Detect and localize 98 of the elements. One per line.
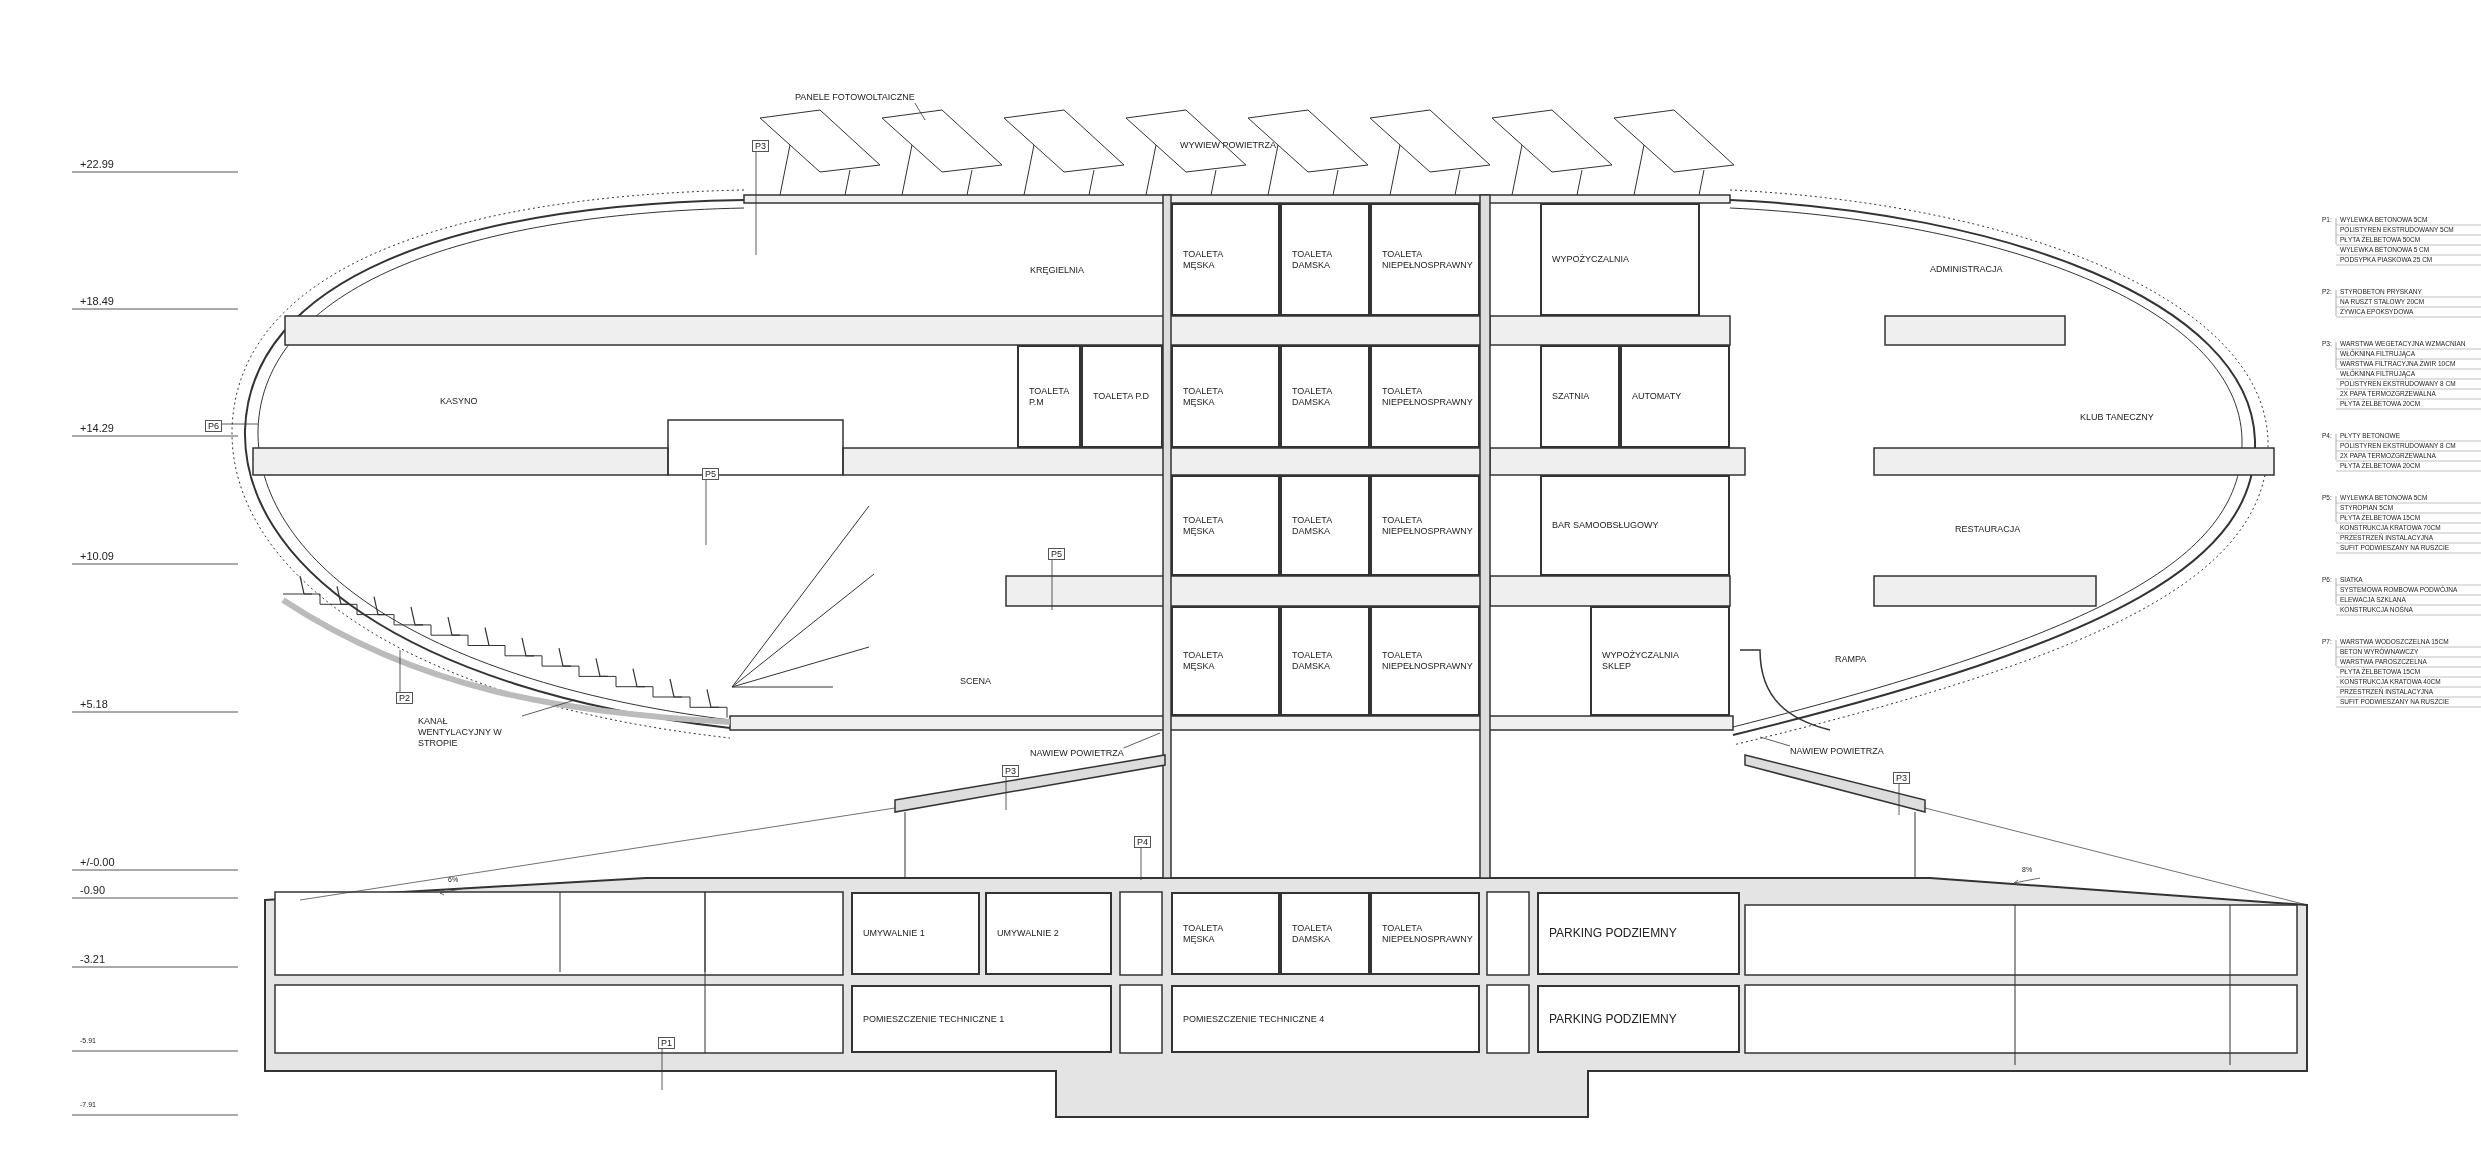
layer-tag: P1	[658, 1037, 675, 1049]
room-name: TOALETA MĘSKA	[1183, 922, 1224, 945]
room-box	[1171, 345, 1280, 448]
room-box	[851, 892, 980, 975]
layer-tag: P3	[1893, 772, 1910, 784]
room-box	[1171, 606, 1280, 716]
room-box	[1280, 892, 1370, 975]
room-box	[1171, 892, 1280, 975]
leader-line	[1898, 783, 1900, 816]
room-name: KLUB TANECZNY	[2080, 412, 2154, 423]
room-name: POMIESZCZENIE TECHNICZNE 1	[863, 1013, 1005, 1025]
room-box	[1370, 606, 1480, 716]
room-name: BAR SAMOOBSŁUGOWY	[1552, 520, 1659, 531]
room-box	[1370, 892, 1480, 975]
leader-line	[1123, 732, 1161, 749]
room-box	[1280, 475, 1370, 576]
room-box	[1280, 203, 1370, 316]
callout-label: KANAŁ WENTYLACYJNY W STROPIE	[418, 716, 522, 749]
layer-tag: P5	[702, 468, 719, 480]
elevation-label: +10.09	[80, 550, 114, 562]
room-name: TOALETA NIEPEŁNOSPRAWNY	[1382, 248, 1474, 271]
callout-label: WYWIEW POWIETRZA	[1180, 140, 1276, 150]
leader-line	[521, 699, 576, 717]
room-box	[1590, 606, 1730, 716]
leader-line	[755, 151, 757, 256]
room-box	[1081, 345, 1163, 448]
room-name: TOALETA DAMSKA	[1292, 248, 1333, 271]
callout-label: PANELE FOTOWOLTAICZNE	[795, 92, 915, 103]
room-name: TOALETA DAMSKA	[1292, 650, 1333, 672]
room-name: TOALETA MĘSKA	[1183, 514, 1224, 537]
room-name: SZATNIA	[1552, 391, 1590, 402]
leader-line	[1051, 559, 1053, 611]
room-box	[1540, 475, 1730, 576]
room-box	[1017, 345, 1081, 448]
leader-line	[221, 423, 259, 425]
room-box	[851, 985, 1112, 1053]
room-box	[1370, 203, 1480, 316]
room-name: TOALETA MĘSKA	[1183, 248, 1224, 271]
room-box	[1537, 985, 1740, 1053]
leader-line	[1140, 847, 1142, 881]
room-name: TOALETA NIEPEŁNOSPRAWNY	[1382, 922, 1474, 945]
elevation-label: +18.49	[80, 295, 114, 307]
room-box	[1370, 475, 1480, 576]
room-box	[1620, 345, 1730, 448]
leader-line	[705, 479, 707, 546]
room-name: TOALETA NIEPEŁNOSPRAWNY	[1382, 385, 1474, 408]
room-box	[985, 892, 1112, 975]
room-box	[1171, 475, 1280, 576]
room-name: TOALETA DAMSKA	[1292, 385, 1333, 408]
elevation-label: -3.21	[80, 953, 106, 965]
room-name: KRĘGIELNIA	[1030, 265, 1085, 276]
elevation-label: +14.29	[80, 422, 114, 434]
room-name: UMYWALNIE 2	[997, 928, 1059, 939]
leader-line	[1005, 776, 1007, 811]
room-name: PARKING PODZIEMNY	[1549, 1011, 1677, 1027]
room-name: RESTAURACJA	[1955, 524, 2021, 535]
room-name: TOALETA NIEPEŁNOSPRAWNY	[1382, 514, 1474, 537]
room-name: TOALETA NIEPEŁNOSPRAWNY	[1382, 650, 1474, 672]
leader-line	[661, 1048, 663, 1091]
room-box	[1171, 203, 1280, 316]
room-name: KASYNO	[440, 396, 478, 407]
room-box	[1537, 892, 1740, 975]
room-name: PARKING PODZIEMNY	[1549, 926, 1677, 941]
room-name: TOALETA MĘSKA	[1183, 385, 1224, 408]
layer-tag: P5	[1048, 548, 1065, 560]
room-box	[1540, 203, 1700, 316]
room-name: SCENA	[960, 676, 991, 687]
room-name: TOALETA DAMSKA	[1292, 922, 1333, 945]
leader-line	[1759, 736, 1791, 747]
leader-line	[914, 102, 926, 121]
room-name: TOALETA MĘSKA	[1183, 650, 1224, 672]
room-box	[1280, 606, 1370, 716]
room-name: UMYWALNIE 1	[863, 928, 925, 939]
room-name: ADMINISTRACJA	[1930, 264, 2003, 275]
room-box	[1171, 985, 1480, 1053]
room-box	[1280, 345, 1370, 448]
room-name: TOALETA DAMSKA	[1292, 514, 1333, 537]
callout-label: NAWIEW POWIETRZA	[1030, 748, 1124, 759]
room-name: TOALETA P.D	[1093, 391, 1150, 402]
room-name: TOALETA P.M	[1029, 385, 1070, 408]
elevation-label: -0.90	[80, 884, 106, 896]
elevation-label: +/-0.00	[80, 856, 115, 868]
layer-tag: P4	[1134, 836, 1151, 848]
room-name: POMIESZCZENIE TECHNICZNE 4	[1183, 1013, 1325, 1025]
elevation-label: +22.99	[80, 158, 114, 170]
room-name: RAMPA	[1835, 654, 1867, 665]
elevation-label: +5.18	[80, 698, 108, 710]
layer-tag: P3	[752, 140, 769, 152]
layer-tag: P3	[1002, 765, 1019, 777]
leader-line	[399, 649, 401, 693]
layer-tag: P6	[205, 420, 222, 432]
layer-tag: P2	[396, 692, 413, 704]
room-box	[1540, 345, 1620, 448]
room-name: AUTOMATY	[1632, 391, 1682, 402]
room-name: WYPOŻYCZALNIA SKLEP	[1602, 650, 1680, 672]
room-name: WYPOŻYCZALNIA	[1552, 254, 1629, 265]
callout-label: NAWIEW POWIETRZA	[1790, 746, 1884, 757]
room-box	[1370, 345, 1480, 448]
